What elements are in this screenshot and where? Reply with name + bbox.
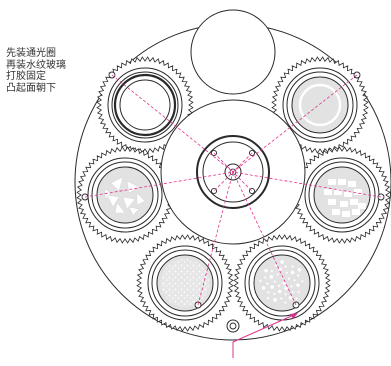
shard-mark (128, 206, 140, 216)
assembly-note: 先装通光圈 再装水纹玻璃 打胶固定 凸起面朝下 (6, 48, 116, 94)
dot-mark (293, 279, 296, 282)
grid-mark (342, 211, 350, 217)
grid-mark (354, 189, 362, 195)
gobo-slot-open-aperture (96, 56, 194, 154)
shard-mark (114, 202, 126, 214)
shard-mark (110, 176, 124, 192)
guide-lines (84, 74, 382, 306)
dot-mark (295, 297, 298, 300)
dot-mark (301, 280, 304, 283)
grid-mark (358, 203, 366, 209)
empty-ring-mark (298, 83, 342, 127)
grid-mark (334, 189, 342, 195)
dot-mark (280, 260, 284, 264)
gobo-gear-group (76, 56, 391, 332)
dot-mark (273, 298, 277, 302)
aperture-opening (119, 79, 171, 131)
dot-mark (285, 271, 288, 274)
dot-mark (297, 274, 300, 277)
guide-line (213, 152, 253, 192)
grid-mark (328, 199, 336, 205)
guide-line (197, 171, 234, 306)
dot-mark (269, 275, 274, 279)
grid-mark (350, 199, 358, 205)
mount-screw (226, 319, 240, 333)
gobo-slot-dot-cluster (233, 234, 331, 332)
note-line: 凸起面朝下 (6, 82, 56, 94)
shard-mark (122, 196, 136, 210)
gobo-slot-square-grid (293, 146, 391, 244)
speckle-fill (161, 259, 209, 307)
grid-mark (332, 209, 340, 215)
dot-mark (291, 291, 294, 294)
guide-line (232, 171, 297, 306)
dot-mark (273, 280, 276, 283)
dot-mark (288, 296, 293, 300)
dot-mark (277, 284, 280, 287)
pointer-arrow (232, 313, 298, 358)
dot-mark (270, 269, 274, 273)
grid-mark (324, 189, 332, 195)
dot-mark (287, 277, 290, 280)
shard-mark (106, 194, 120, 208)
dot-mark (276, 273, 279, 276)
gobo-glass (253, 254, 311, 312)
dot-mark (273, 292, 276, 295)
dot-mark (264, 276, 267, 279)
dot-mark (290, 270, 295, 275)
note-line: 打胶固定 (6, 71, 46, 82)
guide-line (111, 74, 234, 173)
grid-mark (338, 179, 346, 185)
dot-mark (266, 282, 269, 285)
dot-mark (284, 286, 288, 290)
dot-mark (267, 291, 270, 294)
dot-mark (280, 297, 283, 300)
dot-mark (270, 285, 274, 289)
gobo-slot-triangle-shards (76, 146, 174, 244)
dot-mark (284, 293, 287, 296)
guide-line (232, 171, 382, 198)
dot-mark (297, 267, 302, 272)
grid-mark (348, 181, 356, 187)
dot-mark (274, 264, 277, 267)
note-line: 先装通光圈 (6, 48, 56, 59)
grid-mark (328, 179, 336, 185)
dot-mark (290, 285, 293, 288)
dot-mark (266, 297, 270, 300)
dot-mark (277, 289, 282, 294)
dot-mark (296, 283, 300, 287)
grid-mark (352, 209, 360, 215)
gobo-slot-speckle-dense (136, 234, 234, 332)
dot-mark (282, 281, 287, 285)
grid-mark (344, 191, 352, 197)
guide-line (232, 74, 358, 173)
dot-mark (264, 268, 268, 273)
dot-mark (259, 279, 262, 283)
dot-mark (297, 290, 300, 293)
dot-mark (291, 265, 294, 268)
dot-mark (284, 301, 287, 304)
guide-line (84, 171, 234, 198)
gobo-slot-empty-ring (271, 56, 369, 154)
dot-mark (278, 267, 283, 272)
dot-mark (284, 265, 287, 268)
note-line: 再装水纹玻璃 (6, 59, 66, 71)
shard-mark (126, 180, 140, 194)
blank-opening (190, 9, 276, 95)
hub-center-dot (229, 168, 237, 176)
hub-ring-inner (202, 141, 264, 203)
dot-mark (261, 286, 266, 290)
shard-mark (136, 192, 146, 206)
grid-mark (340, 201, 348, 207)
